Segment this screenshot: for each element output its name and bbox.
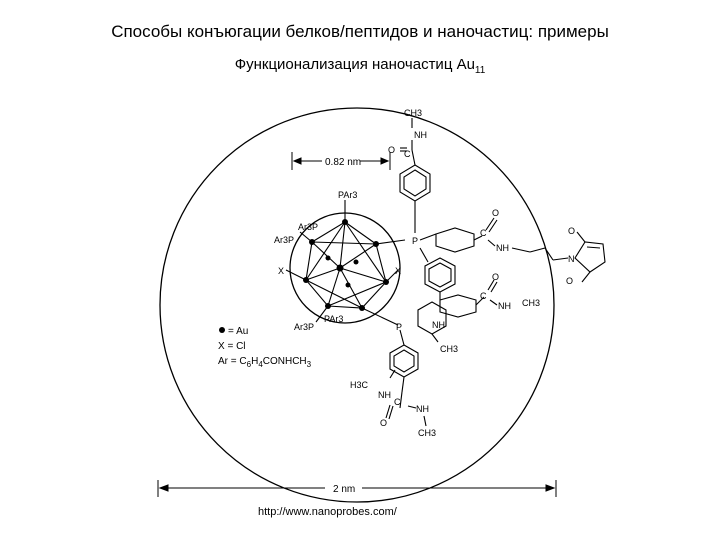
scale-bar-top (291, 152, 391, 170)
legend-ar-sub3: 3 (307, 360, 312, 369)
scale-label-bottom: 2 nm (333, 484, 355, 495)
legend-ar-sub1: 6 (247, 360, 252, 369)
label-ch3-mid: CH3 (440, 344, 458, 354)
legend-ar: Ar = C6H4CONHCH3 (218, 356, 312, 369)
scale-label-top: 0.82 nm (325, 157, 361, 168)
label-c-right2: C (480, 291, 487, 301)
label-nh-top: NH (414, 130, 427, 140)
atom-labels: CH3 NH O C PAr3 Ar3P Ar3P X X Ar3P PAr3 … (274, 108, 575, 438)
ligand-lower (385, 301, 447, 427)
legend-ar-mid: H (251, 356, 258, 367)
label-x-right: X (395, 266, 401, 276)
au-legend-dot (219, 327, 225, 333)
legend-ar-sub2: 4 (258, 360, 263, 369)
legend-ar-prefix: Ar = C (218, 356, 247, 367)
label-o-mal-top: O (568, 226, 575, 236)
subtitle-text: Функционализация наночастиц Au (234, 56, 475, 73)
au-atoms (303, 219, 389, 311)
label-c-top: C (404, 149, 411, 159)
label-o-bottom: O (380, 418, 387, 428)
label-n-mal: N (568, 254, 575, 264)
label-o-top: O (388, 145, 395, 155)
label-o-right1: O (492, 208, 499, 218)
label-nh-bottom: NH (378, 390, 391, 400)
label-nh-mid: NH (432, 320, 445, 330)
label-ch3-right2: CH3 (522, 298, 540, 308)
subtitle-subscript: 11 (474, 65, 486, 76)
label-ch3-top: CH3 (404, 108, 422, 118)
ligand-top (399, 118, 431, 233)
page-title: Способы конъюгации белков/пептидов и нан… (111, 22, 609, 41)
scale-bar-bottom (157, 480, 557, 497)
legend-au: = Au (228, 326, 248, 337)
label-par3-top: PAr3 (338, 190, 357, 200)
label-o-right2: O (492, 272, 499, 282)
ligand-right (419, 217, 606, 283)
legend-x: X = Cl (218, 341, 246, 352)
label-ar3p-2: Ar3P (274, 235, 294, 245)
au-cluster (285, 200, 406, 326)
outer-circle (159, 107, 555, 503)
label-ch3-bottom: CH3 (418, 428, 436, 438)
label-par3-bottom: PAr3 (324, 314, 343, 324)
page-subtitle: Функционализация наночастиц Au11 (0, 56, 720, 76)
label-c-right1: C (480, 228, 487, 238)
label-ar3p-3: Ar3P (294, 322, 314, 332)
label-nh-bottom2: NH (416, 404, 429, 414)
label-nh-right2: NH (498, 301, 511, 311)
label-c-bottom: C (394, 397, 401, 407)
label-h3c-bottom: H3C (350, 380, 369, 390)
label-ar3p-1: Ar3P (298, 222, 318, 232)
label-o-mal-bottom: O (566, 276, 573, 286)
label-nh-right1: NH (496, 243, 509, 253)
label-p-center: P (412, 236, 418, 246)
ligand-mid-right (419, 247, 498, 318)
legend-ar-suffix: CONHCH (263, 356, 307, 367)
source-url: http://www.nanoprobes.com/ (258, 506, 397, 518)
label-x-left: X (278, 266, 284, 276)
label-p-lower: P (396, 322, 402, 332)
